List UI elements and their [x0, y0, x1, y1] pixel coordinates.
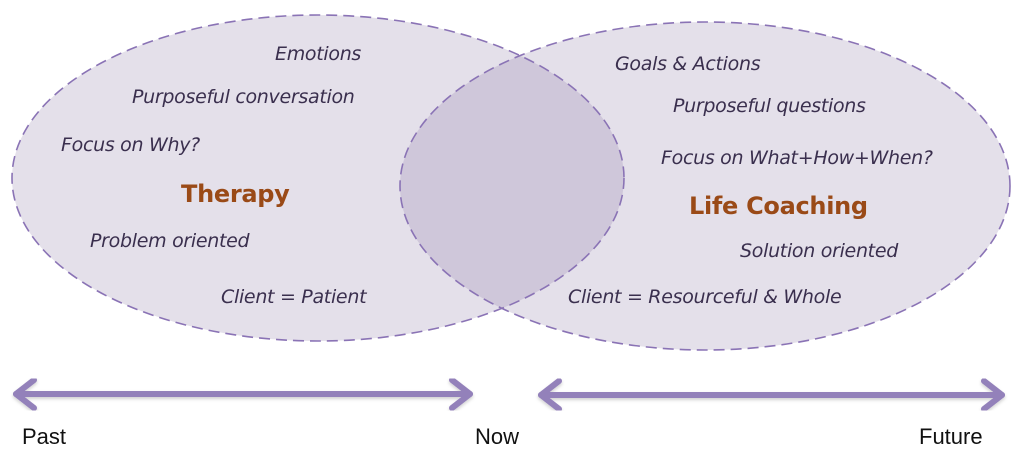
coaching-item-focus-what-how-when: Focus on What+How+When?	[661, 147, 933, 169]
coaching-title: Life Coaching	[689, 192, 868, 220]
therapy-item-emotions: Emotions	[275, 43, 362, 65]
timeline-past-label: Past	[22, 424, 67, 449]
overlap-region	[400, 22, 624, 341]
therapy-title: Therapy	[181, 180, 290, 208]
timeline-now-label: Now	[475, 424, 520, 449]
arrowhead-right-icon	[981, 378, 1005, 412]
arrowhead-left-icon	[13, 377, 37, 411]
coaching-item-purposeful-questions: Purposeful questions	[673, 95, 866, 117]
coaching-ellipse-border	[399, 21, 1011, 351]
therapy-item-focus-why: Focus on Why?	[61, 134, 200, 156]
past-now-arrow	[13, 377, 473, 411]
timeline-future-label: Future	[919, 424, 983, 449]
therapy-item-purposeful-conversation: Purposeful conversation	[132, 86, 355, 108]
arrowhead-right-icon	[449, 377, 473, 411]
coaching-item-goals-actions: Goals & Actions	[615, 53, 761, 75]
coaching-item-client-resourceful: Client = Resourceful & Whole	[568, 286, 842, 308]
therapy-item-problem-oriented: Problem oriented	[90, 230, 250, 252]
arrowhead-left-icon	[538, 378, 562, 412]
now-future-arrow	[538, 378, 1005, 412]
therapy-ellipse-border	[11, 14, 625, 342]
therapy-item-client-patient: Client = Patient	[221, 286, 367, 308]
coaching-item-solution-oriented: Solution oriented	[740, 240, 898, 262]
